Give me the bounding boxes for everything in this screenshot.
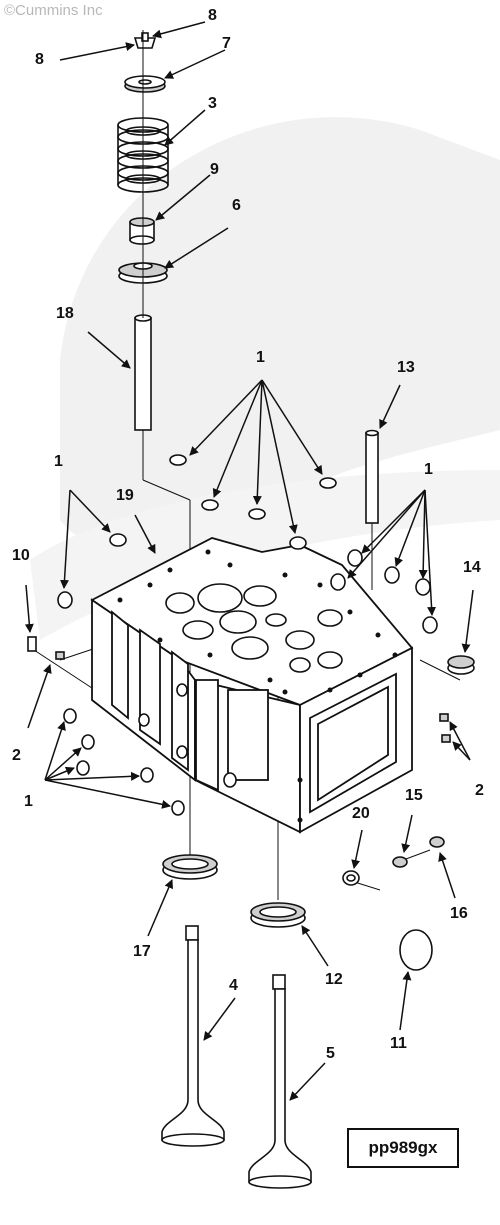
callout-13: 13 — [397, 359, 415, 376]
valve-seat-insert-17 — [162, 854, 218, 880]
seal-ring-14 — [447, 655, 475, 675]
plug-10 — [27, 636, 37, 652]
cylinder-head — [90, 537, 414, 834]
callout-5: 5 — [326, 1045, 335, 1062]
callout-1-left: 1 — [54, 453, 63, 470]
callout-14: 14 — [463, 559, 481, 576]
leader-arrows — [24, 21, 474, 1101]
callout-8a: 8 — [208, 7, 217, 24]
plug-2-left — [55, 651, 65, 660]
callout-2-right: 2 — [475, 782, 484, 799]
plug-2-right — [439, 713, 451, 743]
plug-20 — [342, 870, 360, 886]
callout-15: 15 — [405, 787, 423, 804]
callout-16: 16 — [450, 905, 468, 922]
callout-17: 17 — [133, 943, 151, 960]
callout-8b: 8 — [35, 51, 44, 68]
callout-3: 3 — [208, 95, 217, 112]
callout-9: 9 — [210, 161, 219, 178]
intake-valve — [161, 925, 225, 1147]
callout-1-bottom: 1 — [24, 793, 33, 810]
callout-20: 20 — [352, 805, 370, 822]
callout-10: 10 — [12, 547, 30, 564]
valve-guide — [134, 314, 152, 431]
callout-18: 18 — [56, 305, 74, 322]
bolt-holes — [117, 549, 398, 823]
head-ports — [165, 583, 343, 673]
callout-19: 19 — [116, 487, 134, 504]
valve-stem-seal — [129, 217, 155, 245]
callout-4: 4 — [229, 977, 238, 994]
callout-2-left: 2 — [12, 747, 21, 764]
plug-16 — [429, 836, 445, 848]
dowel-pin — [365, 429, 379, 524]
callout-6: 6 — [232, 197, 241, 214]
copyright-notice: ©Cummins Inc — [4, 2, 103, 19]
spring-retainer — [124, 75, 166, 93]
valve-seat-insert-12 — [250, 902, 306, 928]
diagram-code-label: pp989gx — [347, 1128, 459, 1168]
expansion-plugs — [57, 454, 438, 816]
callout-7: 7 — [222, 35, 231, 52]
callout-11: 11 — [390, 1035, 407, 1052]
callout-labels: 8 8 7 3 9 6 18 1 13 1 19 1 10 14 2 1 2 1… — [12, 7, 484, 1062]
plug-15 — [392, 856, 408, 868]
exhaust-valve — [248, 974, 312, 1189]
o-ring-11 — [399, 929, 433, 971]
callout-1-right: 1 — [424, 461, 433, 478]
callout-12: 12 — [325, 971, 343, 988]
callout-1-top: 1 — [256, 349, 265, 366]
watermark-logo — [30, 117, 500, 640]
valve-keeper — [133, 32, 157, 49]
